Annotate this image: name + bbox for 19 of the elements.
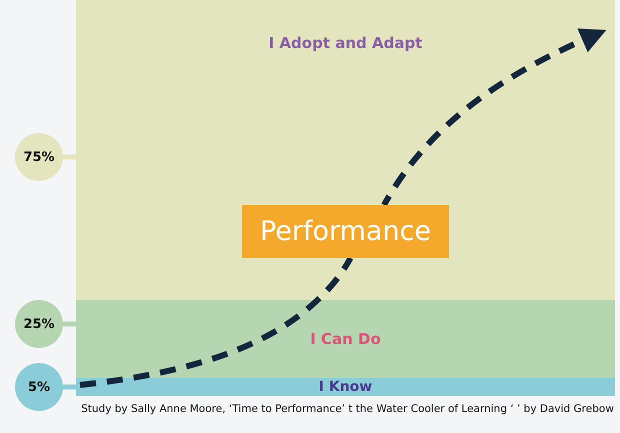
percent-circle [15, 363, 63, 411]
percent-label: 25% [23, 316, 55, 332]
connector-line [63, 154, 76, 160]
percent-circle [15, 300, 63, 348]
connector-line [63, 322, 76, 326]
connector-line [63, 384, 76, 390]
band [76, 300, 615, 378]
level-label: I Adopt and Adapt [268, 34, 422, 52]
level-label: I Know [318, 379, 372, 395]
percent-label: 5% [28, 380, 50, 394]
band [76, 378, 615, 396]
title-label: Performance [260, 216, 432, 247]
level-label: I Can Do [310, 330, 381, 348]
caption: Study by Sally Anne Moore, ‘Time to Performance’ t the Water Cooler of Learning ‘ ’ by David Grebow [80, 402, 615, 416]
percent-circle [15, 133, 63, 181]
label-box [242, 205, 449, 258]
band [76, 0, 615, 300]
percent-label: 75% [23, 150, 55, 164]
progress-arrow [381, 28, 606, 207]
